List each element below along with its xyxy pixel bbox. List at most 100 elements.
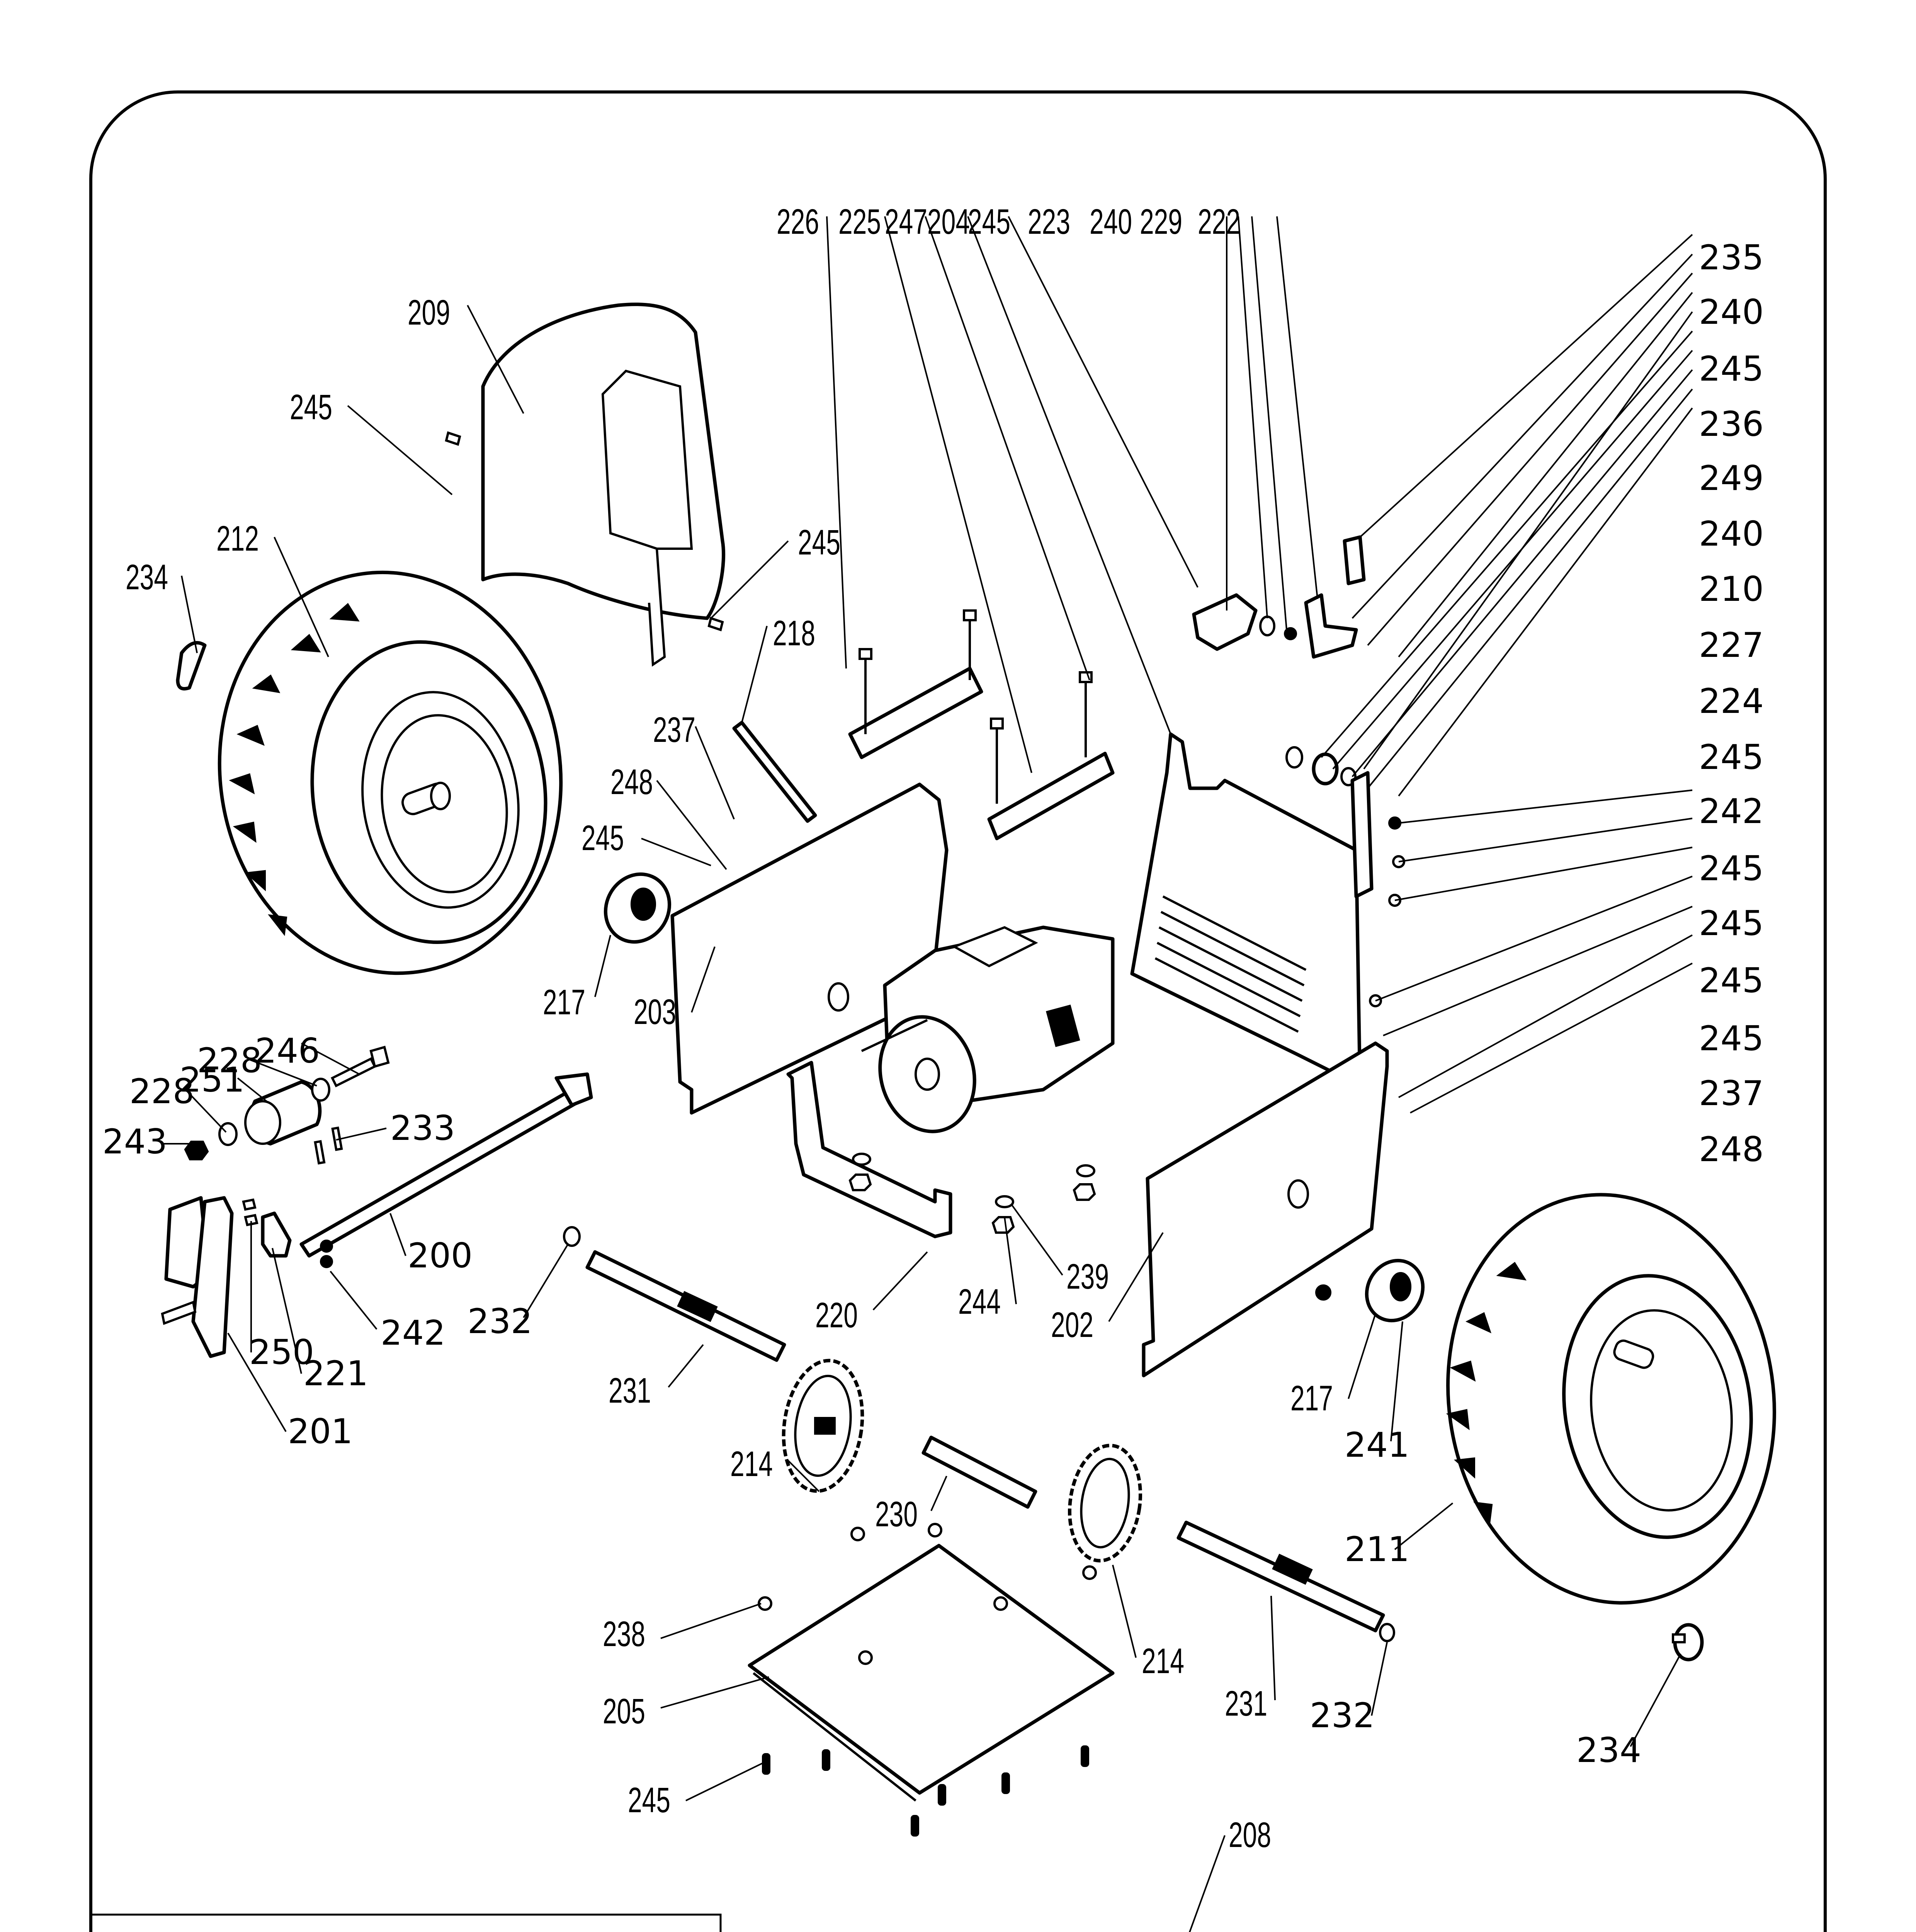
leader-line xyxy=(668,1344,704,1388)
callout-233: 233 xyxy=(336,1108,455,1148)
leader-line xyxy=(1367,388,1693,789)
part-240-washer-a xyxy=(1259,616,1275,636)
callout-label: 221 xyxy=(303,1354,368,1393)
callout-240: 240 xyxy=(1352,253,1764,619)
callout-label: 232 xyxy=(468,1301,532,1341)
callout-230: 230 xyxy=(875,1476,947,1534)
part-214-gear-left xyxy=(782,1359,864,1493)
leader-line xyxy=(1348,1313,1376,1399)
callout-label: 248 xyxy=(1699,1129,1764,1169)
leader-line xyxy=(1398,292,1693,658)
callout-label: 208 xyxy=(1229,1815,1271,1855)
callout-221: 221 xyxy=(272,1248,368,1393)
callout-label: 220 xyxy=(815,1296,858,1335)
leader-line xyxy=(741,626,768,723)
callout-label: 211 xyxy=(1345,1529,1409,1569)
part-204-cover-plate xyxy=(1130,732,1362,1088)
part-230-tube xyxy=(921,1435,1037,1509)
part-241-nut xyxy=(1315,1284,1331,1301)
part-233-pin-b xyxy=(314,1140,326,1165)
callout-245: 245 xyxy=(710,523,840,619)
leader-line xyxy=(247,1058,317,1087)
callout-217: 217 xyxy=(543,935,611,1022)
callout-218: 218 xyxy=(741,614,815,723)
callout-241: 241 xyxy=(1345,1321,1409,1465)
callout-label: 244 xyxy=(958,1282,1001,1321)
callout-label: 204 xyxy=(927,202,970,242)
part-218-rod xyxy=(732,721,817,823)
callout-203: 203 xyxy=(634,946,716,1032)
callout-label: 251 xyxy=(180,1060,245,1100)
leader-line xyxy=(467,305,524,414)
callout-label: 202 xyxy=(1051,1305,1093,1345)
callout-label: 209 xyxy=(408,293,450,332)
leader-line xyxy=(1398,818,1693,862)
leader-line xyxy=(274,537,329,657)
callout-label: 234 xyxy=(126,558,168,597)
callout-200: 200 xyxy=(389,1213,473,1276)
callout-245: 245 xyxy=(1398,818,1764,888)
callout-237: 237 xyxy=(653,710,735,820)
callout-label: 214 xyxy=(1142,1641,1184,1681)
callout-label: 217 xyxy=(1290,1379,1333,1418)
callout-224: 224 xyxy=(1367,388,1764,789)
leader-line xyxy=(1012,1205,1063,1276)
callout-label: 245 xyxy=(1699,1019,1764,1058)
leader-line xyxy=(1352,253,1693,619)
part-228-spacer-a xyxy=(218,1122,238,1146)
part-232-ring-right xyxy=(1379,1623,1395,1642)
callout-248: 248 xyxy=(1410,963,1764,1169)
callout-232: 232 xyxy=(1310,1642,1388,1735)
callout-label: 242 xyxy=(1699,791,1764,831)
callout-210: 210 xyxy=(1332,350,1764,770)
part-234-left-clip xyxy=(176,641,207,690)
callout-220: 220 xyxy=(815,1251,928,1335)
callout-label: 235 xyxy=(1699,238,1764,277)
part-217-bearing-left xyxy=(604,872,672,944)
part-217-bearing-right xyxy=(1365,1259,1425,1323)
leader-line xyxy=(1398,934,1693,1098)
leader-line xyxy=(1359,234,1693,538)
callout-217: 217 xyxy=(1290,1313,1376,1418)
part-245-screw-a xyxy=(445,431,461,446)
callout-205: 205 xyxy=(603,1676,769,1731)
callout-label: 224 xyxy=(1699,681,1764,721)
callout-246: 246 xyxy=(255,1031,360,1075)
leader-line xyxy=(237,1077,267,1102)
leader-line xyxy=(660,1676,769,1709)
callout-251: 251 xyxy=(180,1060,267,1102)
callout-label: 232 xyxy=(1310,1696,1375,1735)
leader-line xyxy=(641,838,711,866)
callout-250: 250 xyxy=(249,1221,314,1372)
callout-label: 245 xyxy=(968,202,1010,242)
callout-248: 248 xyxy=(610,762,727,870)
part-212-left-wheel xyxy=(218,570,563,975)
callout-245: 245 xyxy=(1367,272,1764,646)
callout-label: 231 xyxy=(609,1371,651,1410)
callout-245: 245 xyxy=(1394,847,1764,943)
callout-label: 245 xyxy=(1699,961,1764,1000)
callout-202: 202 xyxy=(1051,1232,1164,1345)
callout-label: 228 xyxy=(129,1071,194,1111)
callout-label: 229 xyxy=(1140,202,1182,242)
callout-label: 231 xyxy=(1225,1684,1267,1723)
leader-line xyxy=(1363,311,1693,770)
callout-244: 244 xyxy=(958,1217,1017,1321)
callout-label: 212 xyxy=(216,519,259,558)
callout-label: 237 xyxy=(653,710,695,750)
parts-layer: L WA 105 dB xyxy=(161,303,1776,1837)
callout-239: 239 xyxy=(1012,1205,1109,1296)
callout-label: 237 xyxy=(1699,1073,1764,1113)
leader-line xyxy=(695,726,735,820)
leader-line xyxy=(685,1761,765,1801)
leader-line xyxy=(389,1213,406,1256)
callout-222: 222 xyxy=(1198,202,1318,599)
leader-line xyxy=(347,405,453,495)
callout-label: 245 xyxy=(581,818,624,858)
part-222-plate xyxy=(1304,593,1358,659)
leader-line xyxy=(872,1251,928,1311)
callout-227: 227 xyxy=(1352,369,1764,777)
part-247-bolt xyxy=(1079,671,1093,757)
leader-line xyxy=(1112,1565,1137,1658)
